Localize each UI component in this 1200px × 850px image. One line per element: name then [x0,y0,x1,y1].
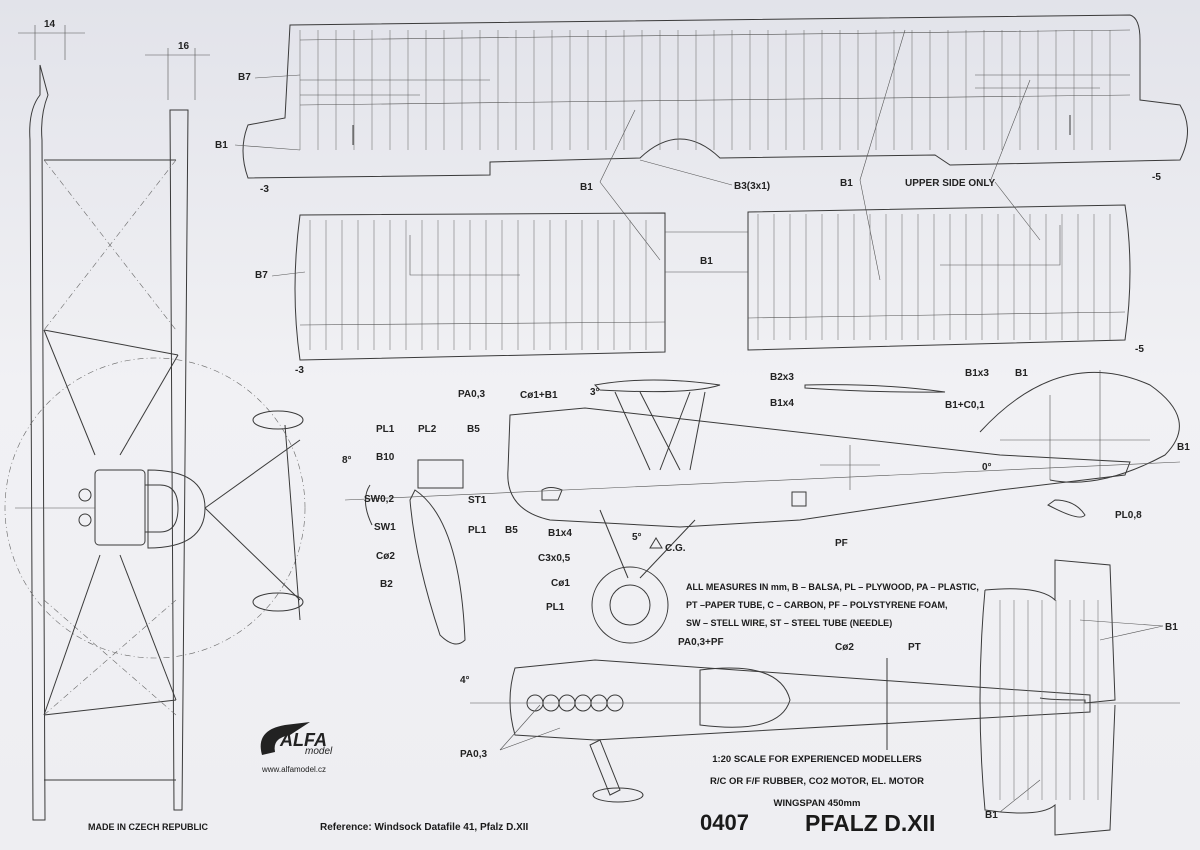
dim-16-label: 16 [178,41,190,52]
label-b2: B2 [380,579,393,590]
label-pt: PT [908,642,921,653]
cg-marker-icon [649,537,663,549]
label-b5-b: B5 [505,525,518,536]
label-c3x05: C3x0,5 [538,553,571,564]
label-co2-a: Cø2 [376,551,395,562]
legend-line: PT –PAPER TUBE, C – CARBON, PF – POLYSTY… [686,600,948,610]
dim-14-label: 14 [44,19,56,30]
label-minus3-low: -3 [295,365,304,376]
label-sw02: SW0,2 [364,494,394,505]
label-pa03pf: PA0,3+PF [678,637,724,648]
label-deg5: 5° [632,532,642,543]
label-minus5-top: -5 [1152,172,1161,183]
label-b1-stab2: B1 [985,810,998,821]
label-b10: B10 [376,452,395,463]
label-pl2: PL2 [418,424,437,435]
label-deg8: 8° [342,455,352,466]
label-pl1-a: PL1 [376,424,395,435]
label-cg: C.G. [665,543,686,554]
label-deg3: 3° [590,387,600,398]
label-b1-tail2: B1 [1177,442,1190,453]
plan-title: PFALZ D.XII [805,810,936,836]
label-b1-top: B1 [215,140,228,151]
legend-line: SW – STELL WIRE, ST – STEEL TUBE (NEEDLE… [686,618,893,628]
label-b5-a: B5 [467,424,480,435]
label-b7-low: B7 [255,270,268,281]
logo-brand: ALFA [280,730,327,750]
label-pl1-b: PL1 [468,525,487,536]
label-b1-a: B1 [580,182,593,193]
reference-label: Reference: Windsock Datafile 41, Pfalz D… [320,822,529,833]
side-view: PA0,3 Cø1+B1 3° B2x3 B1x3 B1+C0,1 B1 B1 … [342,368,1190,648]
scale-line: 1:20 SCALE FOR EXPERIENCED MODELLERS [712,754,922,765]
label-pa03-a: PA0,3 [458,389,485,400]
label-co2-b: Cø2 [835,642,854,653]
top-view-fuselage: 4° PA0,3 Cø2 PT B1 B1 [460,559,1180,836]
label-co1b1: Cø1+B1 [520,390,558,401]
label-co1: Cø1 [551,578,570,589]
label-b1c01: B1+C0,1 [945,400,985,411]
made-in-label: MADE IN CZECH REPUBLIC [88,822,209,832]
label-pl08: PL0,8 [1115,510,1142,521]
label-minus3-top: -3 [260,184,269,195]
label-upper-side-only: UPPER SIDE ONLY [905,178,996,189]
lower-wing-plan: B7 B1 -3 -5 [255,204,1144,376]
label-b1-stab: B1 [1165,622,1178,633]
label-b1x4-a: B1x4 [770,398,794,409]
label-b3: B3(3x1) [734,181,770,192]
scale-line: WINGSPAN 450mm [773,798,861,809]
scale-line: R/C OR F/F RUBBER, CO2 MOTOR, EL. MOTOR [710,776,924,787]
label-pa03-b: PA0,3 [460,749,487,760]
front-view: 14 16 [4,19,306,821]
label-deg0: 0° [982,462,992,473]
materials-legend: ALL MEASURES IN mm, B – BALSA, PL – PLYW… [686,578,979,632]
label-b7-top: B7 [238,72,251,83]
label-minus5-low: -5 [1135,344,1144,355]
label-b1x3: B1x3 [965,368,989,379]
label-pf: PF [835,538,848,549]
label-deg4: 4° [460,675,470,686]
label-b1-center: B1 [700,256,713,267]
label-sw1: SW1 [374,522,396,533]
label-st1: ST1 [468,495,487,506]
legend-line: ALL MEASURES IN mm, B – BALSA, PL – PLYW… [686,582,979,592]
scale-notes: 1:20 SCALE FOR EXPERIENCED MODELLERS R/C… [710,749,924,815]
kit-number: 0407 [700,810,749,835]
label-b2x3: B2x3 [770,372,794,383]
label-b1-b: B1 [840,178,853,189]
upper-wing-plan: B7 B1 -3 -5 B1 B3(3x1) B1 UPPER SIDE ONL… [215,14,1188,281]
logo-url: www.alfamodel.cz [262,765,327,774]
logo-sub: model [305,746,333,757]
alfa-logo-icon [260,722,310,755]
label-pl1-c: PL1 [546,602,565,613]
label-b1x4-b: B1x4 [548,528,572,539]
label-b1-tail: B1 [1015,368,1028,379]
